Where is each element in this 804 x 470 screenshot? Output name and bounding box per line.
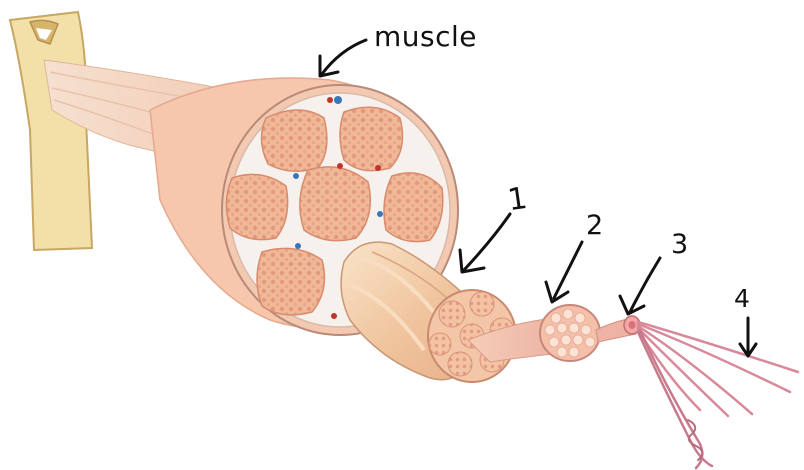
arrow-4 [740, 318, 756, 356]
bone [10, 12, 92, 250]
label-3: 3 [671, 229, 688, 260]
myofilaments [638, 322, 798, 468]
arrow-1 [460, 214, 510, 272]
muscle-arrow [320, 40, 366, 76]
arrow-3 [620, 258, 660, 314]
label-muscle: muscle [374, 20, 477, 53]
arrow-2 [546, 242, 582, 302]
myofibril [596, 316, 640, 342]
label-2: 2 [586, 210, 603, 241]
label-4: 4 [734, 284, 750, 313]
